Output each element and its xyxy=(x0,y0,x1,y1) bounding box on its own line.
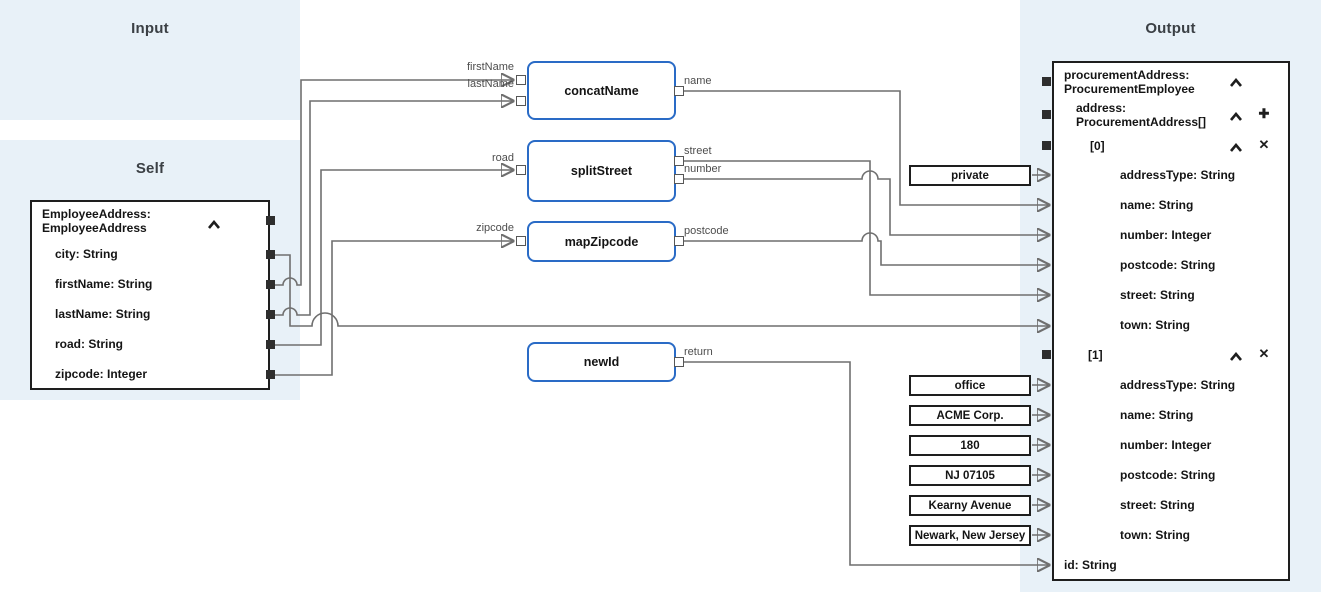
source-field-zipcode[interactable]: zipcode: Integer xyxy=(55,367,148,381)
wire-street-to-street0 xyxy=(684,160,1049,295)
label-port-name: name xyxy=(684,75,712,87)
target-field-street-0[interactable]: street: String xyxy=(1120,288,1195,302)
target-field-postcode-1[interactable]: postcode: String xyxy=(1120,468,1216,482)
input-panel: Input xyxy=(0,0,300,120)
self-panel-title: Self xyxy=(135,160,165,177)
target-field-number-0[interactable]: number: Integer xyxy=(1120,228,1212,242)
function-node-splitstreet[interactable]: splitStreet xyxy=(527,140,676,202)
wire-lastname-to-concatname xyxy=(274,101,513,316)
target-field-street-1[interactable]: street: String xyxy=(1120,498,1195,512)
target-field-postcode-0[interactable]: postcode: String xyxy=(1120,258,1216,272)
port-concatname-in-firstname[interactable] xyxy=(516,75,526,85)
wire-return-to-id xyxy=(684,361,1049,565)
port-newid-out-return[interactable] xyxy=(674,357,684,367)
target-field-addresstype-0[interactable]: addressType: String xyxy=(1120,168,1236,182)
source-field-city[interactable]: city: String xyxy=(55,247,118,261)
constant-node-acme-corp[interactable]: ACME Corp. xyxy=(909,405,1031,426)
constant-node-nj-07105[interactable]: NJ 07105 xyxy=(909,465,1031,486)
collapse-chevron-icon[interactable] xyxy=(1229,109,1243,121)
constant-node-180[interactable]: 180 xyxy=(909,435,1031,456)
wire-city-to-town0 xyxy=(274,254,1049,326)
port-mapzipcode-in-zipcode[interactable] xyxy=(516,236,526,246)
label-port-firstname: firstName xyxy=(466,61,514,73)
target-field-town-0[interactable]: town: String xyxy=(1120,318,1190,332)
constant-node-newark-new-jersey[interactable]: Newark, New Jersey xyxy=(909,525,1031,546)
port-target-address[interactable] xyxy=(1042,110,1051,119)
port-target-item0[interactable] xyxy=(1042,141,1051,150)
input-panel-title: Input xyxy=(131,20,169,37)
port-source-firstname[interactable] xyxy=(266,280,275,289)
delete-item-button[interactable]: ✕ xyxy=(1258,137,1270,152)
port-mapzipcode-out-postcode[interactable] xyxy=(674,236,684,246)
port-splitstreet-out-street[interactable] xyxy=(674,156,684,166)
port-source-lastname[interactable] xyxy=(266,310,275,319)
source-field-lastname[interactable]: lastName: String xyxy=(55,307,151,321)
target-address-title: address: ProcurementAddress[] xyxy=(1076,101,1207,129)
wire-zipcode-to-mapzipcode xyxy=(274,241,513,376)
function-node-mapzipcode[interactable]: mapZipcode xyxy=(527,221,676,262)
function-label: concatName xyxy=(564,83,639,98)
delete-item-button[interactable]: ✕ xyxy=(1258,346,1270,361)
label-port-road: road xyxy=(491,152,514,164)
collapse-chevron-icon[interactable] xyxy=(1229,75,1243,87)
wire-road-to-splitstreet xyxy=(274,170,513,346)
port-source-city[interactable] xyxy=(266,250,275,259)
function-node-newid[interactable]: newId xyxy=(527,342,676,382)
target-node-procurement[interactable]: procurementAddress: ProcurementEmployee … xyxy=(1052,61,1290,581)
source-field-firstname[interactable]: firstName: String xyxy=(55,277,153,291)
port-splitstreet-in-road[interactable] xyxy=(516,165,526,175)
source-node-employee-address[interactable]: EmployeeAddress: EmployeeAddress city: S… xyxy=(30,200,270,390)
function-label: newId xyxy=(583,355,620,369)
label-port-return: return xyxy=(684,346,713,358)
constant-node-private[interactable]: private xyxy=(909,165,1031,186)
target-field-name-0[interactable]: name: String xyxy=(1120,198,1194,212)
label-port-lastname: lastName xyxy=(467,78,514,90)
port-source-root[interactable] xyxy=(266,216,275,225)
constant-node-office[interactable]: office xyxy=(909,375,1031,396)
constant-node-kearny-avenue[interactable]: Kearny Avenue xyxy=(909,495,1031,516)
target-item1-label[interactable]: [1] xyxy=(1088,348,1103,362)
label-port-number: number xyxy=(684,163,722,175)
target-root-title: procurementAddress: ProcurementEmployee xyxy=(1064,68,1195,96)
wire-number-to-number0 xyxy=(684,170,1049,235)
source-field-road[interactable]: road: String xyxy=(55,337,123,351)
target-field-town-1[interactable]: town: String xyxy=(1120,528,1190,542)
target-field-id[interactable]: id: String xyxy=(1064,558,1117,572)
label-port-zipcode: zipcode xyxy=(476,222,514,234)
function-node-concatname[interactable]: concatName xyxy=(527,61,676,120)
collapse-chevron-icon[interactable] xyxy=(1229,140,1243,152)
port-target-item1[interactable] xyxy=(1042,350,1051,359)
wire-firstname-to-concatname xyxy=(274,80,513,286)
add-item-button[interactable]: ✚ xyxy=(1258,106,1270,121)
function-label: splitStreet xyxy=(570,164,633,178)
port-concatname-in-lastname[interactable] xyxy=(516,96,526,106)
target-field-name-1[interactable]: name: String xyxy=(1120,408,1194,422)
collapse-chevron-icon[interactable] xyxy=(207,217,221,229)
collapse-chevron-icon[interactable] xyxy=(1229,349,1243,361)
function-label: mapZipcode xyxy=(564,234,639,249)
label-port-street: street xyxy=(684,145,712,157)
target-field-addresstype-1[interactable]: addressType: String xyxy=(1120,378,1236,392)
target-item0-label[interactable]: [0] xyxy=(1090,139,1105,153)
target-field-number-1[interactable]: number: Integer xyxy=(1120,438,1212,452)
output-panel-title: Output xyxy=(1145,20,1196,37)
port-source-zipcode[interactable] xyxy=(266,370,275,379)
port-target-root[interactable] xyxy=(1042,77,1051,86)
wire-postcode-to-postcode0 xyxy=(684,232,1049,265)
port-source-road[interactable] xyxy=(266,340,275,349)
port-concatname-out-name[interactable] xyxy=(674,86,684,96)
wire-name-to-name0 xyxy=(684,90,1049,205)
source-node-title: EmployeeAddress: EmployeeAddress xyxy=(42,207,151,235)
label-port-postcode: postcode xyxy=(684,225,729,237)
port-splitstreet-out-number[interactable] xyxy=(674,174,684,184)
